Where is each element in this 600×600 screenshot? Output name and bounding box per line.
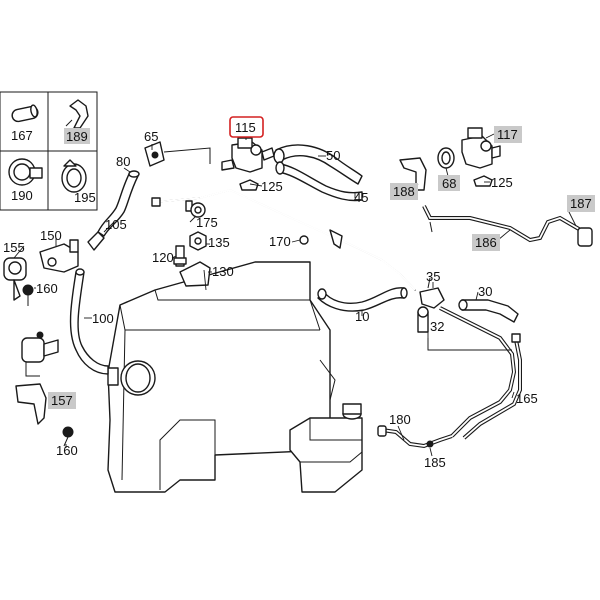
part-32-fitting[interactable] — [417, 306, 429, 333]
engine-block — [107, 261, 336, 493]
label-100[interactable]: 100 — [92, 311, 114, 326]
label-190[interactable]: 190 — [11, 188, 33, 203]
highlight-68 — [438, 175, 460, 191]
label-135[interactable]: 135 — [208, 235, 230, 250]
selected-115-box — [229, 116, 264, 138]
label-160a[interactable]: 160 — [36, 281, 58, 296]
part-157-bracket[interactable] — [15, 383, 47, 425]
inset-grid — [0, 91, 98, 211]
part-30-hose[interactable] — [458, 299, 519, 323]
label-30[interactable]: 30 — [478, 284, 492, 299]
part-80-105-hose[interactable] — [87, 170, 140, 251]
label-125b[interactable]: 125 — [491, 175, 513, 190]
label-157[interactable]: 157 — [51, 393, 73, 408]
part-186-187-pipe[interactable] — [422, 205, 593, 247]
label-35[interactable]: 35 — [426, 269, 440, 284]
part-190-clamp[interactable] — [8, 158, 43, 186]
label-125a[interactable]: 125 — [261, 179, 283, 194]
part-135-nut[interactable] — [189, 231, 207, 251]
label-68[interactable]: 68 — [442, 176, 456, 191]
part-65-bracket[interactable] — [144, 141, 211, 167]
part-10-hose[interactable] — [317, 287, 408, 312]
part-160-bolt-bottom[interactable] — [62, 426, 74, 447]
label-115[interactable]: 115 — [235, 120, 256, 135]
part-180-185-pipe[interactable] — [377, 425, 453, 449]
part-vacuum-pump-left — [21, 331, 59, 377]
label-10[interactable]: 10 — [355, 309, 369, 324]
highlight-187 — [567, 195, 595, 212]
label-188[interactable]: 188 — [393, 184, 415, 199]
part-165-pipe[interactable] — [439, 306, 522, 440]
highlight-188 — [390, 183, 418, 200]
label-189[interactable]: 189 — [66, 129, 88, 144]
highlight-157 — [48, 392, 76, 409]
highlight-189 — [64, 128, 90, 144]
part-175-nut[interactable] — [190, 202, 206, 218]
label-155[interactable]: 155 — [3, 240, 25, 255]
part-188-hose[interactable] — [399, 157, 427, 191]
label-50[interactable]: 50 — [326, 148, 340, 163]
label-185[interactable]: 185 — [424, 455, 446, 470]
label-117[interactable]: 117 — [497, 127, 518, 142]
highlight-186 — [472, 234, 500, 251]
label-105[interactable]: 105 — [105, 217, 127, 232]
coolant-expansion-tank — [289, 403, 363, 493]
label-167[interactable]: 167 — [11, 128, 33, 143]
label-45[interactable]: 45 — [354, 190, 368, 205]
label-80[interactable]: 80 — [116, 154, 130, 169]
label-195[interactable]: 195 — [74, 190, 96, 205]
label-165[interactable]: 165 — [516, 391, 538, 406]
long-coolant-pipe — [151, 189, 416, 291]
label-175[interactable]: 175 — [196, 215, 218, 230]
label-120[interactable]: 120 — [152, 250, 174, 265]
part-50-45-hoses[interactable] — [273, 144, 363, 202]
part-125-cap-right[interactable] — [473, 175, 493, 187]
part-150-pump[interactable] — [39, 239, 79, 273]
part-125-cap-left[interactable] — [239, 179, 259, 191]
part-170-clip[interactable] — [299, 235, 309, 245]
part-195-clamp[interactable] — [61, 159, 87, 193]
label-187[interactable]: 187 — [570, 196, 592, 211]
part-160-bolt-top[interactable] — [22, 284, 34, 306]
highlight-117 — [494, 126, 522, 143]
label-160b[interactable]: 160 — [56, 443, 78, 458]
label-130[interactable]: 130 — [212, 264, 234, 279]
part-35-valve[interactable] — [419, 277, 445, 309]
callout-labels: 167 189 190 195 65 80 105 115 125 50 45 … — [3, 120, 592, 470]
label-186[interactable]: 186 — [475, 235, 497, 250]
part-155-actuator[interactable] — [3, 257, 27, 301]
part-189-clip[interactable] — [65, 99, 89, 129]
part-100-hose[interactable] — [69, 268, 109, 375]
label-65[interactable]: 65 — [144, 129, 158, 144]
label-32[interactable]: 32 — [430, 319, 444, 334]
part-115-valve[interactable] — [221, 137, 275, 173]
part-68-plug[interactable] — [437, 147, 455, 169]
label-150[interactable]: 150 — [40, 228, 62, 243]
part-130-bracket[interactable] — [179, 261, 211, 287]
label-180[interactable]: 180 — [389, 412, 411, 427]
part-117-valve[interactable] — [461, 127, 501, 169]
part-167-plug[interactable] — [11, 104, 39, 123]
label-170[interactable]: 170 — [269, 234, 291, 249]
